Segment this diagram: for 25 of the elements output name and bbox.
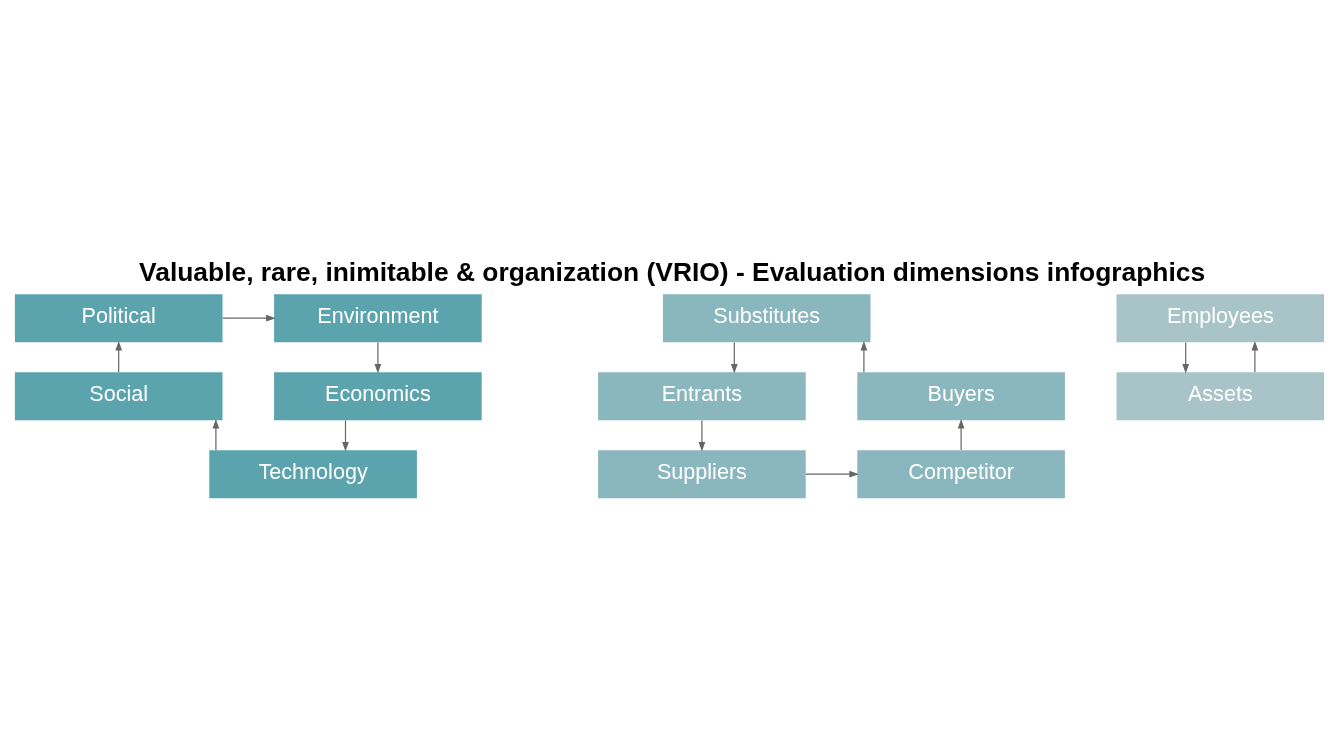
node-box: Social — [14, 371, 222, 420]
arrow — [221, 314, 276, 322]
arrow — [341, 419, 349, 451]
arrow — [212, 418, 219, 451]
node-box: Political — [14, 293, 222, 342]
node-box: Assets — [1116, 371, 1324, 420]
arrow — [860, 340, 867, 373]
node-box: Economics — [273, 371, 482, 420]
arrow — [114, 340, 122, 373]
arrow — [730, 341, 738, 373]
node-box: Employees — [1116, 293, 1324, 342]
node-box: Suppliers — [597, 449, 806, 498]
diagram-title: Valuable, rare, inimitable & organization (VRIO) - Evaluation dimensions infographics — [138, 256, 1205, 287]
node-box: Substitutes — [662, 293, 870, 342]
node-box: Competitor — [856, 449, 1065, 498]
node-box: Technology — [208, 449, 417, 498]
arrow — [1251, 340, 1258, 373]
node-box: Environment — [273, 293, 482, 342]
arrow — [698, 419, 705, 451]
arrow — [374, 341, 381, 373]
node-box: Buyers — [856, 371, 1065, 420]
arrow — [1181, 341, 1189, 373]
arrow — [957, 418, 964, 451]
arrow — [804, 470, 859, 478]
node-box: Entrants — [597, 371, 806, 420]
